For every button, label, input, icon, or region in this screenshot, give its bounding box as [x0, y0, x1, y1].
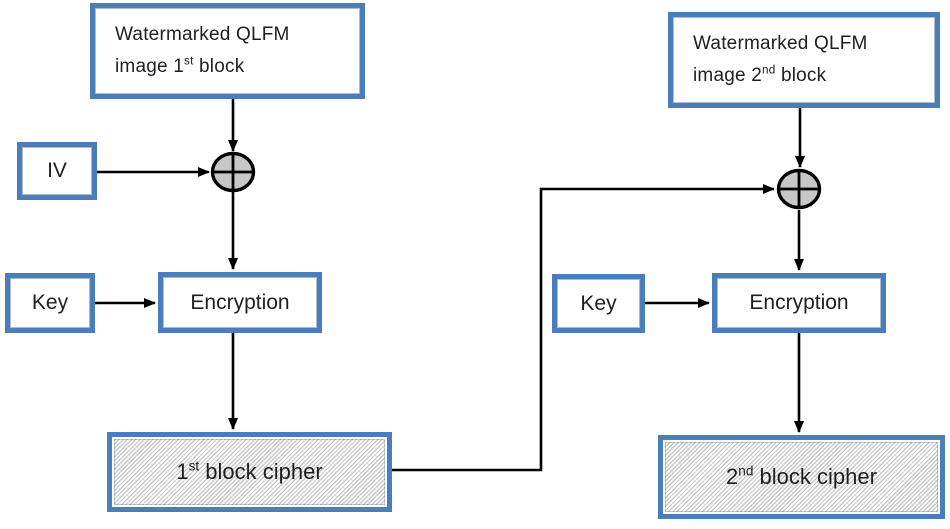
block-cipher1-node: 1st block cipher — [107, 432, 392, 512]
cipher2-pre: 2 — [726, 464, 739, 489]
wm2-line2-post: block — [775, 65, 827, 86]
key1-label: Key — [31, 291, 69, 314]
xor1-symbol — [210, 151, 256, 193]
wm1-line2-post: block — [193, 56, 245, 77]
wm1-ordinal-suffix: st — [184, 54, 194, 68]
encryption1-label: Encryption — [190, 290, 290, 314]
xor1-cross — [213, 154, 253, 190]
iv-label: IV — [47, 159, 67, 182]
key1-node: Key — [5, 273, 95, 333]
cipher1-pre: 1 — [176, 459, 189, 484]
watermarked-block1-line1: Watermarked QLFM — [115, 24, 290, 46]
watermarked-block1-node: Watermarked QLFM image 1st block — [90, 3, 365, 99]
key2-label: Key — [580, 291, 617, 315]
wm1-line2-pre: image 1 — [115, 56, 184, 77]
block-cipher2-label: 2nd block cipher — [726, 464, 877, 490]
encryption2-node: Encryption — [712, 273, 886, 333]
cipher2-post: block cipher — [753, 464, 877, 489]
cipher2-ordinal-suffix: nd — [738, 463, 754, 479]
wm2-ordinal-suffix: nd — [762, 63, 776, 77]
watermarked-block2-line1: Watermarked QLFM — [693, 33, 868, 55]
encryption2-label: Encryption — [749, 291, 849, 314]
block-cipher2-node: 2nd block cipher — [658, 435, 945, 519]
watermarked-block1-line2: image 1st block — [115, 51, 244, 83]
watermarked-block2-node: Watermarked QLFM image 2nd block — [668, 12, 940, 108]
key2-node: Key — [552, 274, 645, 333]
iv-node: IV — [17, 142, 97, 200]
cipher1-ordinal-suffix: st — [188, 458, 200, 474]
xor2-cross — [779, 171, 819, 207]
watermarked-block2-line2: image 2nd block — [693, 60, 826, 92]
arrow-cipher1-to-xor2 — [392, 184, 775, 472]
cipher1-post: block cipher — [199, 459, 323, 484]
wm2-line2-pre: image 2 — [693, 65, 762, 86]
encryption1-node: Encryption — [158, 272, 322, 333]
xor2-symbol — [776, 168, 822, 210]
block-cipher1-label: 1st block cipher — [176, 459, 322, 485]
